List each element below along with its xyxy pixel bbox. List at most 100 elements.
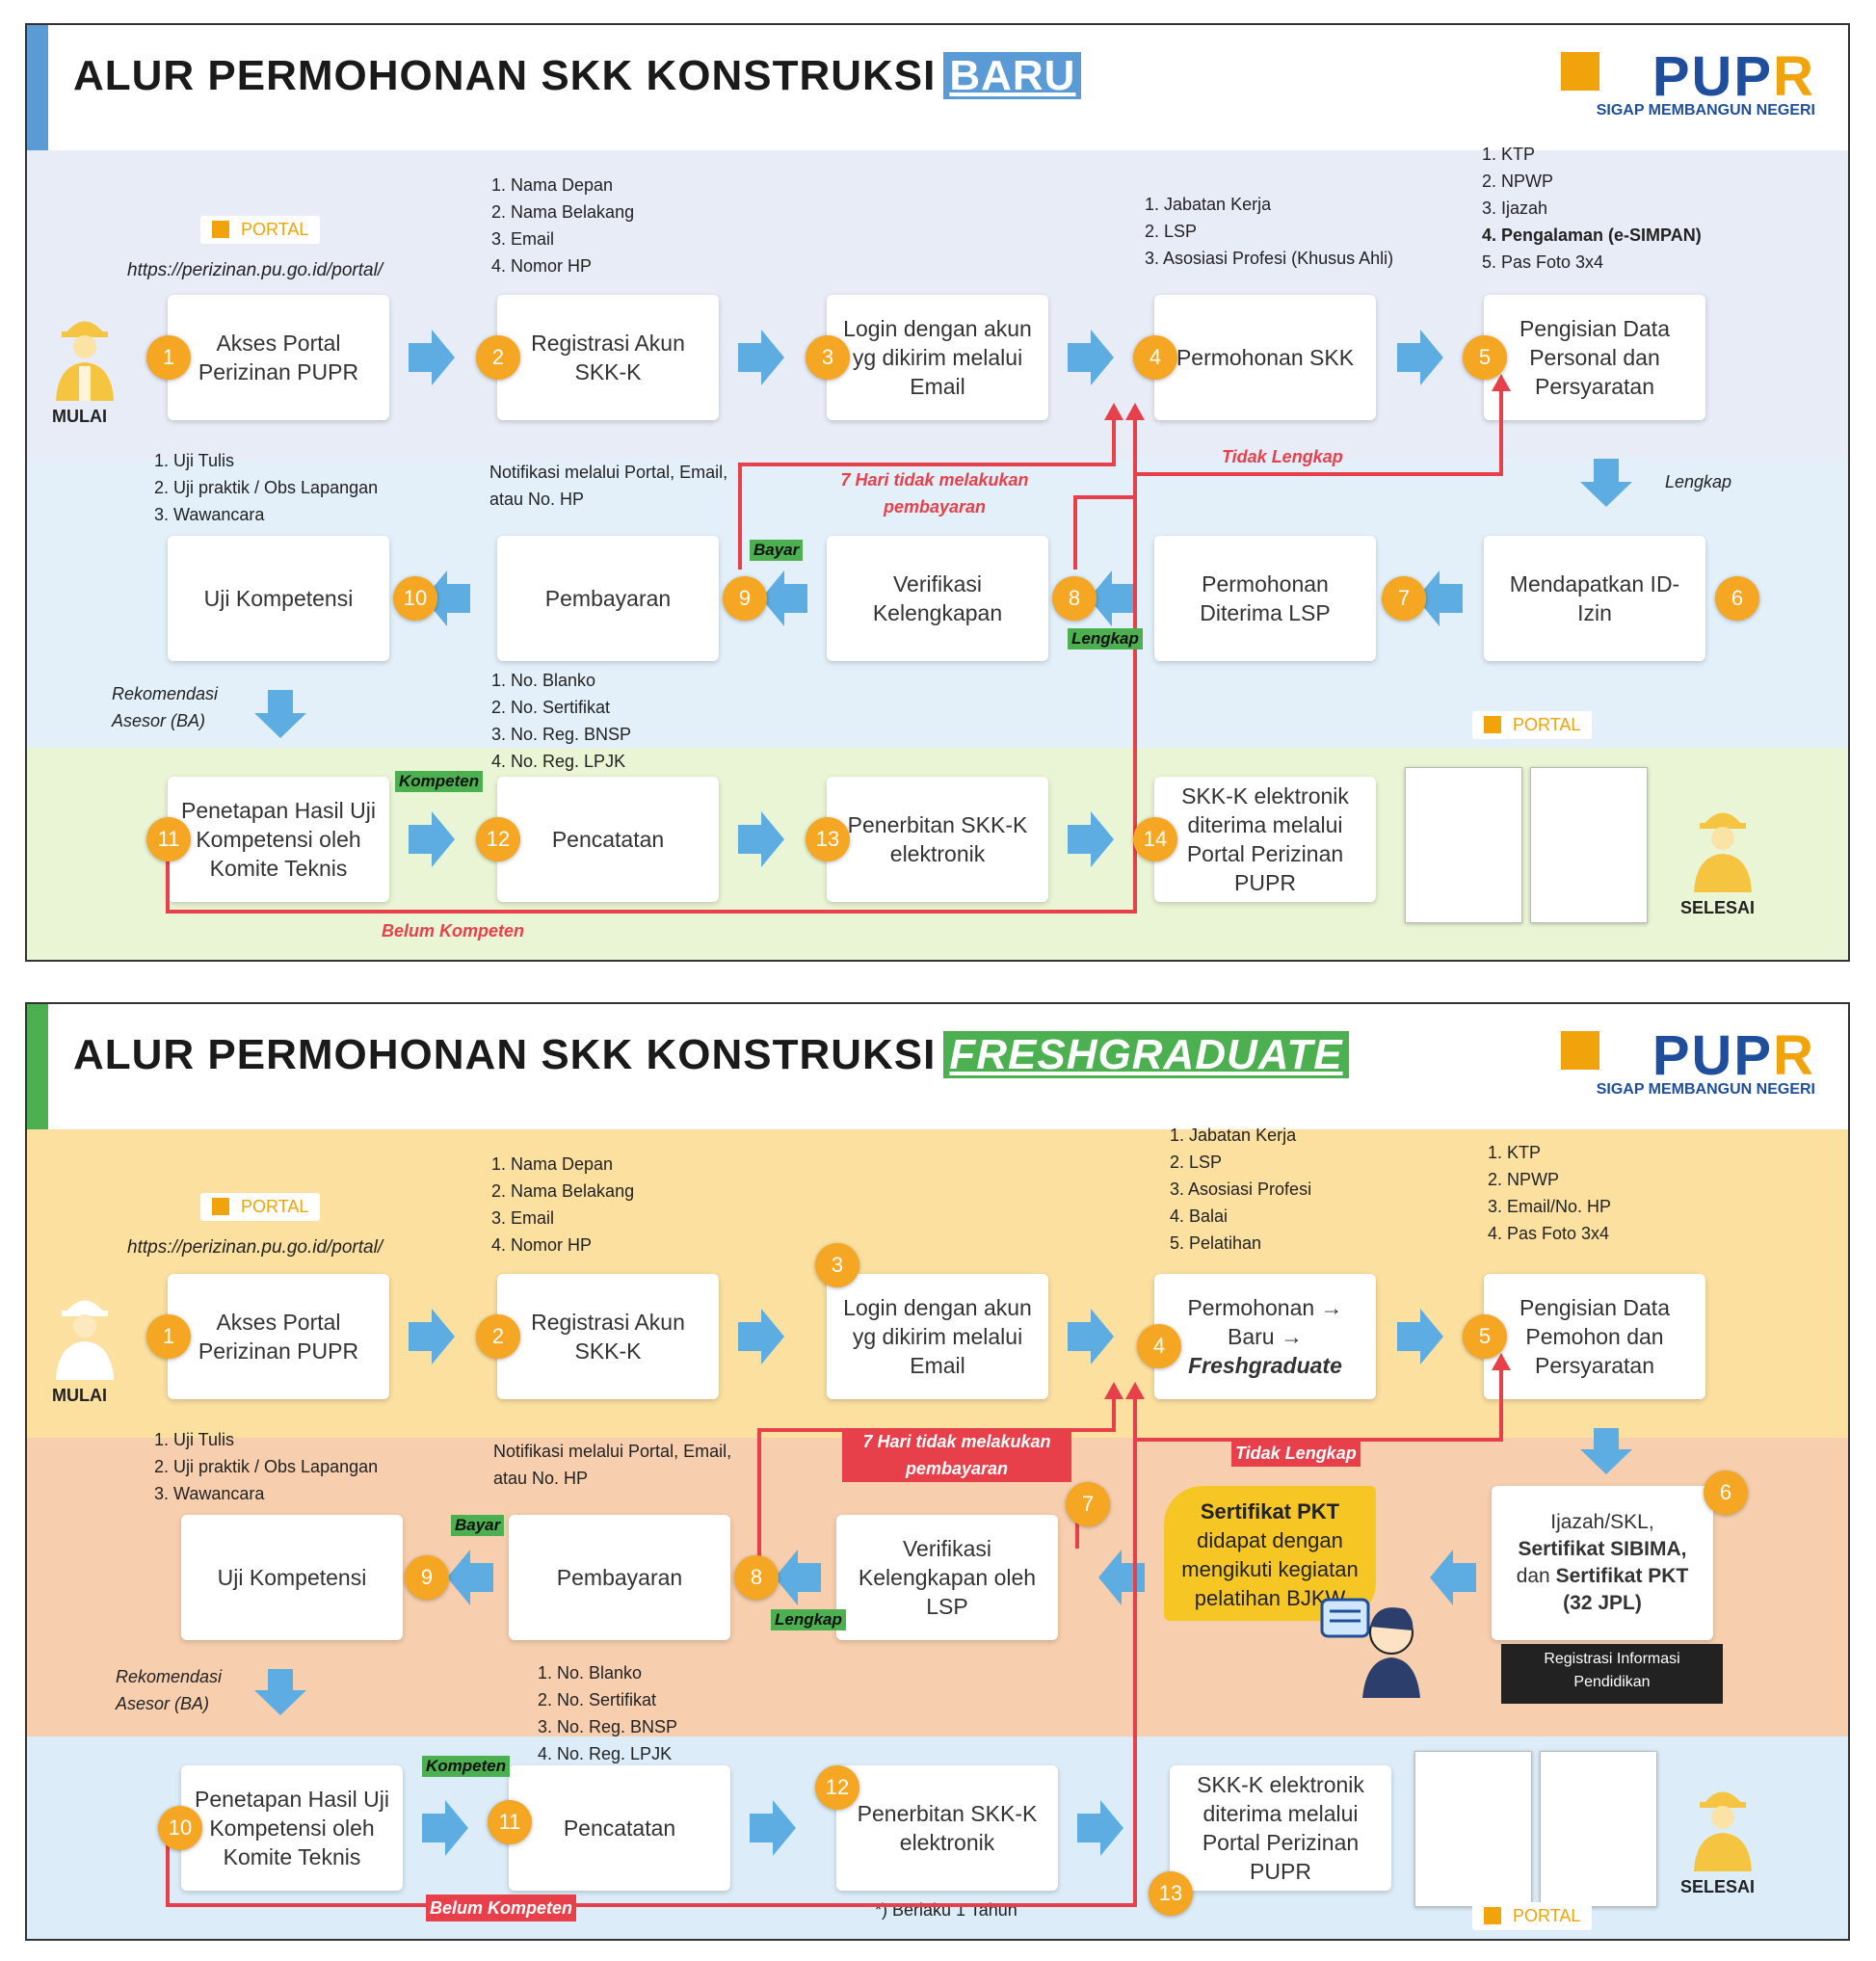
end-label: SELESAI <box>1680 898 1756 917</box>
reg-field: 2. Nama Belakang <box>491 202 635 222</box>
student-mascot-icon <box>1320 1598 1420 1698</box>
portal-url[interactable]: https://perizinan.pu.go.id/portal/ <box>127 260 383 280</box>
label-belum-kompeten: Belum Kompeten <box>426 1895 577 1921</box>
step-13-number: 13 <box>806 817 850 861</box>
reject-line <box>166 1390 1137 1907</box>
record-field: 3. No. Reg. BNSP <box>538 1717 678 1736</box>
reject-line <box>1133 1361 1503 1442</box>
step-4-number: 4 <box>1133 335 1177 380</box>
record-field: 2. No. Sertifikat <box>491 698 611 717</box>
notification-note: Notifikasi melalui Portal, Email, atau N… <box>493 1442 732 1488</box>
step-label: Permohonan SKK <box>1176 345 1355 370</box>
step-8-number: 8 <box>1052 576 1097 621</box>
step-label: Login dengan akun yg dikirim melalui Ema… <box>843 316 1032 399</box>
step-9-box: Pembayaran <box>497 536 719 661</box>
flow-arrow <box>738 1309 784 1365</box>
step-label: Permohonan Diterima LSP <box>1200 571 1331 625</box>
flow-arrow <box>1580 459 1632 507</box>
education-registration-tag: Registrasi Informasi Pendidikan <box>1501 1644 1723 1704</box>
portal-url[interactable]: https://perizinan.pu.go.id/portal/ <box>127 1237 383 1258</box>
reg-field: 3. Email <box>491 229 555 249</box>
rekomendasi-note: Rekomendasi Asesor (BA) <box>116 1667 223 1713</box>
step-label: Uji Kompetensi <box>217 1565 367 1590</box>
label-belum-kompeten: Belum Kompeten <box>382 921 525 941</box>
portal-badge: PORTAL <box>200 216 321 244</box>
step-label: Freshgraduate <box>1188 1353 1342 1378</box>
label-lengkap-verify: Lengkap <box>1068 628 1143 649</box>
request-field: 2. LSP <box>1145 222 1198 241</box>
logo-name: PUP <box>1651 45 1774 108</box>
portal-badge: PORTAL <box>200 1193 321 1221</box>
step-6-box: Mendapatkan ID-Izin <box>1484 536 1705 661</box>
step-2-number: 2 <box>476 335 520 380</box>
reg-field: 1. Nama Depan <box>491 1154 614 1174</box>
step-9-number: 9 <box>405 1555 449 1600</box>
exam-item: 1. Uji Tulis <box>154 451 235 470</box>
step-label: Pencatatan <box>563 1815 676 1841</box>
worker-end-icon <box>1694 812 1752 892</box>
flow-arrow <box>409 1309 455 1365</box>
step-label: Permohonan → <box>1187 1295 1343 1320</box>
exam-item: 2. Uji praktik / Obs Lapangan <box>154 478 379 497</box>
step-14-box: SKK-K elektronik diterima melalui Portal… <box>1154 777 1376 902</box>
step-label: Akses Portal Perizinan PUPR <box>198 1310 359 1364</box>
pupr-logo-icon <box>1561 52 1599 91</box>
step-3-number: 3 <box>806 335 850 380</box>
request-field: 1. Jabatan Kerja <box>1145 195 1272 214</box>
flow-arrow <box>1098 1550 1145 1605</box>
logo-name: PUP <box>1651 1024 1774 1087</box>
label-bayar: Bayar <box>451 1515 505 1536</box>
flow-arrow <box>254 690 306 738</box>
logo-tagline: SIGAP MEMBANGUN NEGERI <box>1596 1081 1815 1098</box>
step-12-number: 12 <box>815 1765 859 1810</box>
doc-item: 3. Email/No. HP <box>1488 1197 1612 1216</box>
label-tidak-lengkap: Tidak Lengkap <box>1222 447 1343 466</box>
flow-arrow <box>1397 1309 1443 1365</box>
logo-name-r: R <box>1773 1024 1815 1087</box>
reg-field: 4. Nomor HP <box>491 1235 593 1255</box>
doc-item: 4. Pas Foto 3x4 <box>1488 1224 1610 1243</box>
step-label: (32 JPL) <box>1563 1592 1642 1614</box>
start-label: MULAI <box>52 407 107 426</box>
flow-arrow <box>1397 330 1443 385</box>
step-label: Pencatatan <box>551 827 665 852</box>
step-11-box: Penetapan Hasil Uji Kompetensi oleh Komi… <box>168 777 389 902</box>
flow-arrow <box>447 1550 493 1605</box>
flow-arrow <box>254 1669 306 1715</box>
step-label: Verifikasi Kelengkapan <box>872 571 1003 625</box>
request-field: 5. Pelatihan <box>1170 1233 1262 1253</box>
notification-note: Notifikasi melalui Portal, Email, atau N… <box>489 463 728 509</box>
logo-name-r: R <box>1773 45 1815 108</box>
doc-item: 2. NPWP <box>1488 1170 1560 1189</box>
step-10-box: Penetapan Hasil Uji Kompetensi oleh Komi… <box>181 1765 403 1891</box>
worker-start-icon <box>56 321 114 401</box>
step-7-number: 7 <box>1382 576 1426 621</box>
reg-field: 2. Nama Belakang <box>491 1181 635 1201</box>
step-label: Pengisian Data Personal dan Persyaratan <box>1519 316 1670 399</box>
document-list: 1. KTP 2. NPWP 3. Ijazah 4. Pengalaman (… <box>1482 141 1702 276</box>
step-label: Registrasi Akun SKK-K <box>531 331 685 384</box>
title-highlight: BARU <box>943 52 1082 99</box>
doc-item: 5. Pas Foto 3x4 <box>1482 252 1604 272</box>
document-list: 1. KTP 2. NPWP 3. Email/No. HP 4. Pas Fo… <box>1488 1139 1611 1247</box>
reg-field: 1. Nama Depan <box>491 175 614 195</box>
flow-arrow <box>1068 330 1114 385</box>
registration-fields: 1. Nama Depan 2. Nama Belakang 3. Email … <box>491 172 634 279</box>
step-11-number: 11 <box>488 1800 532 1844</box>
step-12-number: 12 <box>476 817 520 861</box>
step-label: Registrasi Akun SKK-K <box>531 1310 685 1364</box>
doc-item: 2. NPWP <box>1482 172 1554 191</box>
step-label: Pembayaran <box>544 586 672 611</box>
step-12-box: Penerbitan SKK-K elektronik <box>836 1765 1058 1891</box>
flow-arrow <box>422 1800 468 1856</box>
reject-arrowhead <box>1104 1382 1123 1399</box>
worker-end-icon <box>1694 1791 1752 1871</box>
exam-list: 1. Uji Tulis 2. Uji praktik / Obs Lapang… <box>154 447 378 528</box>
step-label: Verifikasi Kelengkapan oleh LSP <box>858 1536 1037 1619</box>
record-field: 3. No. Reg. BNSP <box>491 725 632 744</box>
step-label: Penerbitan SKK-K elektronik <box>847 812 1028 866</box>
doc-item: 1. KTP <box>1482 145 1536 164</box>
certificate-image <box>1530 767 1648 923</box>
flow-connectors <box>166 330 1632 914</box>
